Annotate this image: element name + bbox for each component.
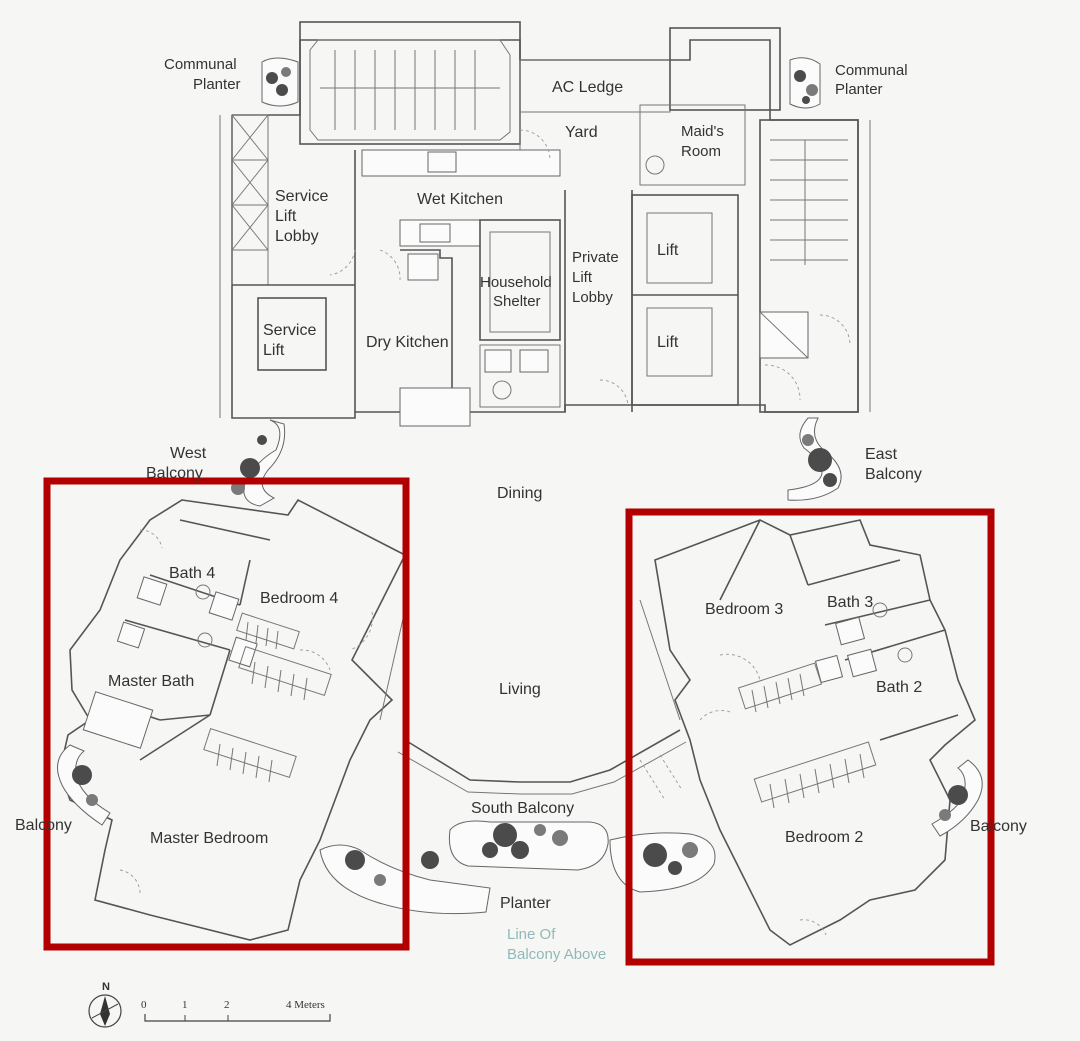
label-master-bath: Master Bath xyxy=(108,673,194,690)
label-household-shelter-2: Shelter xyxy=(493,293,541,310)
label-yard: Yard xyxy=(565,124,598,141)
label-communal-planter-right-2: Planter xyxy=(835,81,883,98)
label-south-balcony: South Balcony xyxy=(471,800,574,817)
highlight-west-bedrooms xyxy=(43,477,410,951)
label-maids-room-2: Room xyxy=(681,143,721,160)
north-block xyxy=(219,21,871,427)
label-private-lift-lobby-2: Lift xyxy=(572,269,593,286)
scale-tick-1: 1 xyxy=(182,999,188,1011)
label-private-lift-lobby-1: Private xyxy=(572,249,619,266)
label-bedroom-4: Bedroom 4 xyxy=(260,590,338,607)
east-wing xyxy=(654,519,983,946)
west-wing xyxy=(57,498,407,941)
label-dry-kitchen: Dry Kitchen xyxy=(366,334,449,351)
east-balcony-planter xyxy=(787,417,842,501)
label-line-of-balcony-2: Balcony Above xyxy=(507,946,606,963)
label-ac-ledge: AC Ledge xyxy=(552,79,623,96)
room-labels: Communal Planter Communal Planter AC Led… xyxy=(15,56,1027,963)
label-service-lift-1: Service xyxy=(263,322,316,339)
label-master-bedroom: Master Bedroom xyxy=(150,830,268,847)
label-planter: Planter xyxy=(500,895,551,912)
label-communal-planter-left-2: Planter xyxy=(193,76,241,93)
label-service-lift-2: Lift xyxy=(263,342,285,359)
label-service-lift-lobby-1: Service xyxy=(275,188,328,205)
scale-bar: 0 1 2 4 Meters xyxy=(141,999,331,1022)
scale-tick-2: 2 xyxy=(224,999,230,1011)
label-household-shelter-1: Household xyxy=(480,274,552,291)
label-east-balcony-2: Balcony xyxy=(865,466,922,483)
label-east-balcony-1: East xyxy=(865,446,898,463)
scale-tick-0: 0 xyxy=(141,999,147,1011)
label-service-lift-lobby-3: Lobby xyxy=(275,228,319,245)
communal-planter-right-graphic xyxy=(789,57,821,109)
living-area xyxy=(379,599,687,801)
label-bath-2: Bath 2 xyxy=(876,679,922,696)
label-bath-3: Bath 3 xyxy=(827,594,873,611)
communal-planter-left-graphic xyxy=(261,57,299,107)
label-bedroom-2: Bedroom 2 xyxy=(785,829,863,846)
label-line-of-balcony-1: Line Of xyxy=(507,926,556,943)
west-balcony-planter xyxy=(231,419,286,507)
label-dining: Dining xyxy=(497,485,542,502)
label-communal-planter-right-1: Communal xyxy=(835,62,908,79)
compass-label: N xyxy=(102,981,110,993)
north-compass: N xyxy=(88,981,122,1028)
highlight-east-bedrooms xyxy=(625,508,995,966)
label-wet-kitchen: Wet Kitchen xyxy=(417,191,503,208)
label-west-balcony-1: West xyxy=(170,445,207,462)
label-balcony-right: Balcony xyxy=(970,818,1027,835)
label-west-balcony-2: Balcony xyxy=(146,465,203,482)
label-private-lift-lobby-3: Lobby xyxy=(572,289,613,306)
scale-tick-4: 4 Meters xyxy=(286,999,325,1011)
label-communal-planter-left-1: Communal xyxy=(164,56,237,73)
label-balcony-left: Balcony xyxy=(15,817,72,834)
label-lift-1: Lift xyxy=(657,242,679,259)
label-living: Living xyxy=(499,681,541,698)
label-maids-room-1: Maid's xyxy=(681,123,724,140)
label-lift-2: Lift xyxy=(657,334,679,351)
label-bedroom-3: Bedroom 3 xyxy=(705,601,783,618)
label-service-lift-lobby-2: Lift xyxy=(275,208,297,225)
label-bath-4: Bath 4 xyxy=(169,565,215,582)
